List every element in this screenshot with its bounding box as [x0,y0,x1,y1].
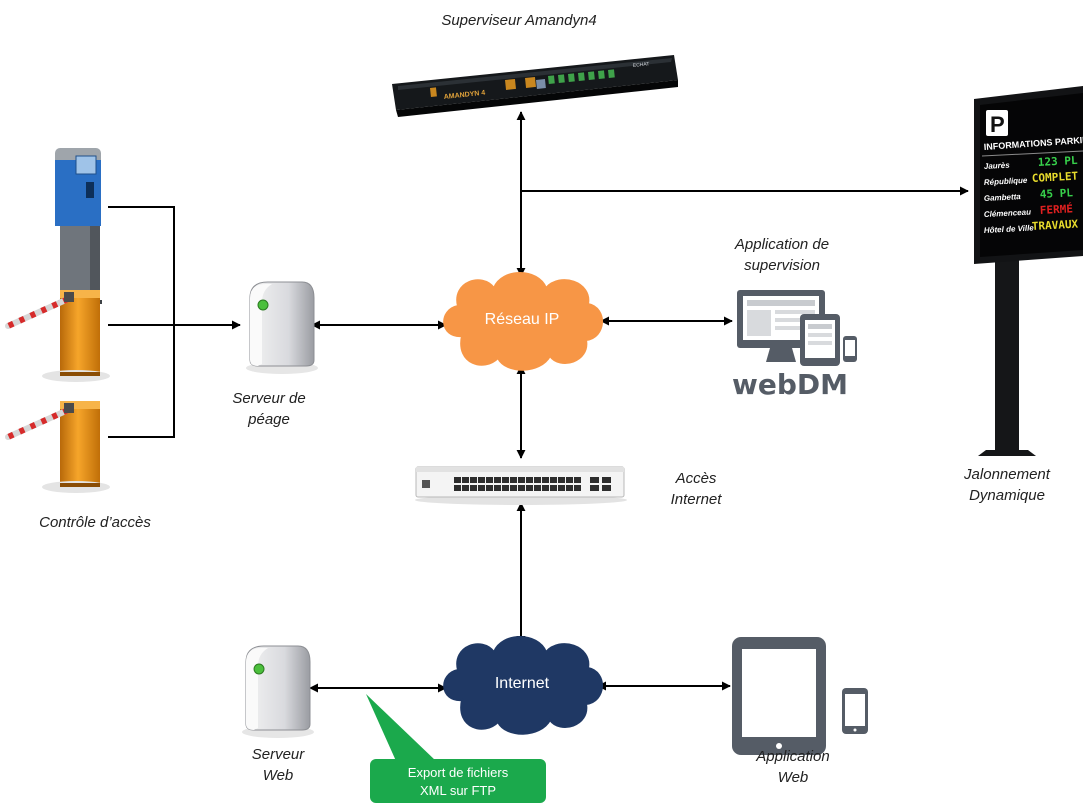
toll-server-label: Serveur de péage [232,390,306,428]
ip-network-label: Réseau IP [484,311,560,328]
export-callout-label: Export de fichiers XML sur FTP [407,765,509,798]
supervisor-label: Superviseur Amandyn4 [441,12,597,29]
sign-row-1-name: Jaurès [984,161,1011,171]
toll-server-icon [246,281,318,374]
sign-row-2-status: COMPLET [1031,170,1078,185]
barrier-icon-1 [5,290,110,382]
supervisor-brand: AMANDYN 4 [443,90,485,101]
internet-label: Internet [494,675,550,692]
connections [108,111,969,693]
sign-row-4-status: FERMÉ [1039,202,1073,217]
web-app-devices-icon [732,637,868,755]
access-control-label: Contrôle d’accès [39,514,151,531]
kiosk-icon [55,148,102,304]
sign-row-4-name: Clémenceau [984,208,1032,219]
dynamic-signage-panel: P INFORMATIONS PARKINGS Jaurès Républiqu… [974,86,1083,456]
sign-row-1-status: 123 PL [1037,154,1078,169]
network-switch-icon [415,466,627,505]
sign-parking-symbol: P [990,112,1005,137]
supervisor-maker: ECHAT [633,61,650,69]
supervisor-device: AMANDYN 4 ECHAT [392,55,678,117]
supervision-app-label: Application de supervision [734,236,830,274]
web-app-label: Application Web [756,748,830,786]
web-server-label: Serveur Web [251,746,305,784]
webdm-logo: webDM [732,368,848,401]
internet-access-label: Accès Internet [670,470,722,508]
web-server-icon [242,645,314,738]
sign-row-3-name: Gambetta [984,192,1022,203]
sign-row-3-status: 45 PL [1039,186,1073,201]
dynamic-signage-label: Jalonnement Dynamique [964,466,1050,504]
kiosk-link [108,206,175,438]
supervision-app-devices-icon [737,290,857,366]
barrier-icon-2 [5,401,110,493]
ip-network-cloud [443,272,603,371]
sign-row-5-name: Hôtel de Ville [984,223,1035,235]
sign-row-5-status: TRAVAUX [1031,218,1078,233]
export-callout [366,694,546,803]
sign-row-2-name: République [984,176,1029,187]
internet-cloud [443,636,603,735]
